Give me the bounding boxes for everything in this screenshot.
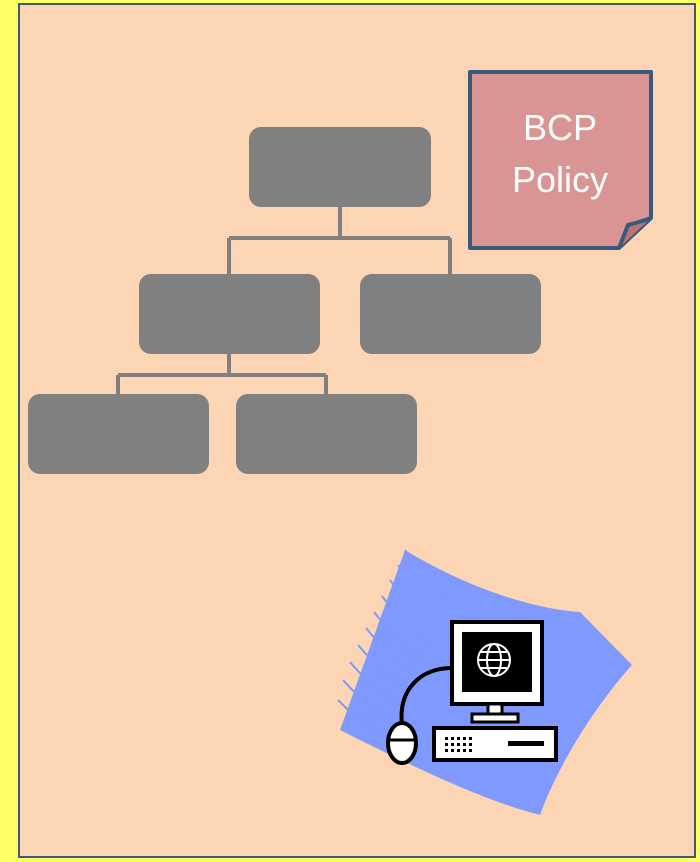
networked-computer-icon (337, 549, 632, 815)
org-box-top (249, 127, 431, 207)
monitor-screen (462, 632, 532, 692)
monitor-base (470, 712, 520, 724)
globe-icon (477, 643, 511, 677)
yellow-strip (0, 0, 18, 862)
policy-note-subtitle: Policy (512, 159, 608, 200)
org-box-level3-left (28, 394, 209, 474)
policy-note-fold (617, 216, 652, 249)
policy-note: BCP Policy (468, 70, 653, 250)
org-box-level3-right (236, 394, 417, 474)
mouse-cable (399, 666, 453, 726)
org-box-level2-right (360, 274, 541, 354)
drive-slot (508, 741, 544, 746)
org-chart-connectors (116, 207, 452, 395)
keypad-dots (445, 737, 472, 752)
org-chart (28, 127, 541, 474)
org-box-level2-left (139, 274, 320, 354)
policy-note-title: BCP (523, 107, 597, 148)
mouse (386, 721, 418, 765)
